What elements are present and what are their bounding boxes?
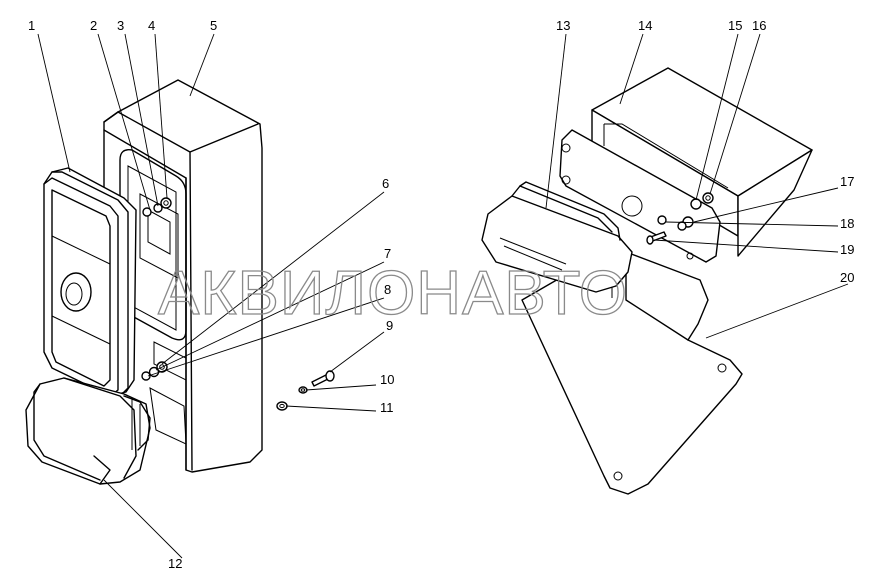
callout-7: 7 — [384, 246, 391, 261]
callout-12: 12 — [168, 556, 182, 571]
loose-fasteners-left — [276, 370, 335, 411]
callout-6: 6 — [382, 176, 389, 191]
callout-2: 2 — [90, 18, 97, 33]
callout-3: 3 — [117, 18, 124, 33]
rear-lamp — [43, 167, 137, 397]
callout-10: 10 — [380, 372, 394, 387]
callout-8: 8 — [384, 282, 391, 297]
plate-screws — [142, 197, 172, 217]
callout-18: 18 — [840, 216, 854, 231]
fasteners-right — [646, 192, 714, 260]
callout-19: 19 — [840, 242, 854, 257]
rear-marker-lamp — [481, 181, 633, 293]
callout-4: 4 — [148, 18, 155, 33]
callout-16: 16 — [752, 18, 766, 33]
callout-1: 1 — [28, 18, 35, 33]
callout-11: 11 — [380, 400, 394, 415]
callout-13: 13 — [556, 18, 570, 33]
leader-lines — [37, 33, 849, 559]
callout-17: 17 — [840, 174, 854, 189]
watermark-text: АКВИЛОНАВТО — [158, 259, 628, 328]
callout-15: 15 — [728, 18, 742, 33]
callout-14: 14 — [638, 18, 652, 33]
callout-numbers: 1 2 3 4 5 6 7 8 9 10 11 12 13 14 15 16 1… — [28, 18, 854, 571]
left-assembly — [25, 79, 335, 485]
callout-9: 9 — [386, 318, 393, 333]
callout-20: 20 — [840, 270, 854, 285]
callout-5: 5 — [210, 18, 217, 33]
right-assembly — [481, 67, 813, 495]
side-marker-lamp — [25, 377, 151, 485]
